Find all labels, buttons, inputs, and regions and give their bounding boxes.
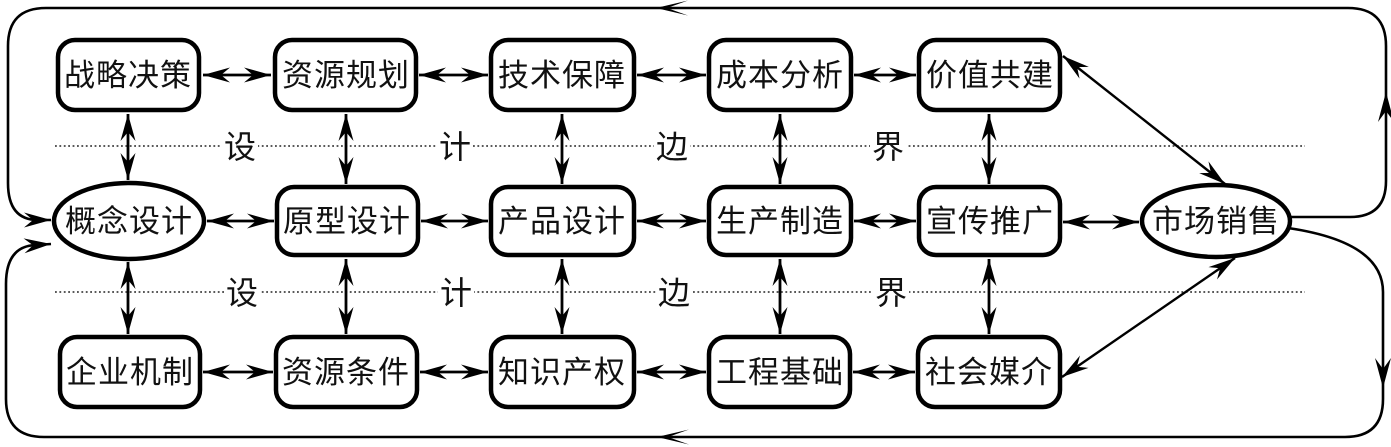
label-backing (222, 129, 258, 163)
design-boundary-label: 设 (226, 275, 258, 311)
node-label: 产品设计 (498, 204, 626, 239)
double-arrow-diagonal (1061, 257, 1236, 378)
node-cost-analysis (706, 37, 854, 113)
node-label: 市场销售 (1152, 204, 1280, 239)
node-product-design (488, 184, 637, 258)
node-engineering-foundation (706, 334, 853, 410)
node-enterprise-mechanism (57, 334, 203, 410)
label-backing (437, 129, 473, 163)
label-backing (438, 275, 474, 309)
node-label: 战略决策 (64, 58, 192, 93)
node-label: 价值共建 (926, 58, 1054, 93)
node-label: 技术保障 (498, 58, 626, 93)
design-boundary-label: 计 (439, 129, 471, 165)
loop-arrowhead-left-bottom-icon (657, 429, 689, 445)
node-label: 概念设计 (65, 204, 193, 239)
node-resource-planning (272, 37, 419, 113)
node-technical-support (488, 37, 637, 113)
node-label: 资源条件 (282, 355, 410, 390)
node-market-sales (1139, 182, 1293, 260)
node-label: 宣传推广 (926, 204, 1054, 239)
node-label: 资源规划 (282, 58, 410, 93)
design-boundary-label: 边 (658, 275, 690, 311)
label-backing (656, 275, 692, 309)
node-label: 原型设计 (283, 204, 411, 239)
node-label: 知识产权 (498, 355, 626, 390)
node-strategy-decision (55, 37, 202, 113)
design-boundary-label: 边 (656, 129, 688, 165)
node-label: 工程基础 (716, 355, 844, 390)
label-backing (654, 129, 690, 163)
label-backing (870, 129, 906, 163)
node-social-media (915, 334, 1063, 410)
node-label: 成本分析 (716, 58, 844, 93)
double-arrow-diagonal (1062, 55, 1226, 185)
label-backing (224, 275, 260, 309)
node-concept-design (51, 180, 207, 262)
node-intellectual-property (488, 334, 637, 410)
node-prototype-design (274, 184, 421, 258)
feedback-loop-top (6, 6, 1388, 228)
label-backing (873, 275, 909, 309)
node-value-cocreation (916, 37, 1063, 113)
loop-arrowhead-down-icon (1375, 358, 1391, 388)
node-resource-conditions (273, 334, 420, 410)
design-boundary-label: 界 (872, 129, 904, 165)
feedback-loop-bottom (4, 226, 1385, 439)
node-label: 企业机制 (66, 355, 194, 390)
node-promotion (916, 184, 1063, 258)
node-label: 生产制造 (716, 204, 844, 239)
design-boundary-label: 界 (875, 275, 907, 311)
node-label: 社会媒介 (925, 355, 1053, 390)
loop-arrowhead-left-top-icon (656, 0, 688, 16)
design-boundary-label: 设 (224, 129, 256, 165)
loop-arrowhead-up-icon (1378, 92, 1391, 122)
design-boundary-label: 计 (440, 275, 472, 311)
node-production-manufacturing (706, 184, 854, 258)
